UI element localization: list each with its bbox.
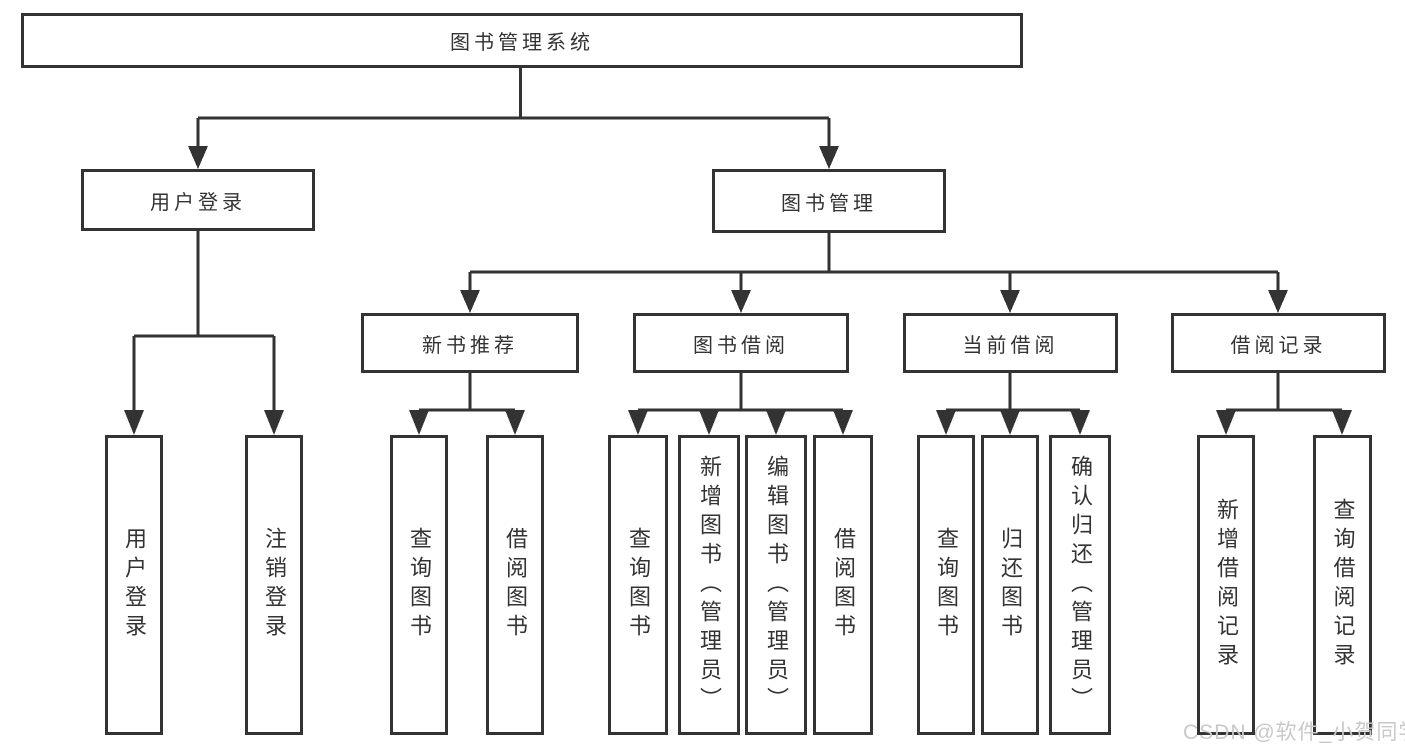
leaf-borrow-books-recommend: 借阅图书 [486,435,544,735]
arrowhead-down-icon [505,410,525,435]
connector-root-to-level2 [188,68,839,169]
leaf-return-books: 归还图书 [981,435,1039,735]
node-label: 借阅记录 [1230,334,1327,357]
node-label: 图书管理系统 [450,32,594,54]
node-book-management: 图书管理 [712,169,946,233]
leaf-query-books-recommend: 查询图书 [390,435,448,735]
leaf-label: 编辑图书（管理员） [764,454,789,716]
leaf-label: 归还图书 [998,527,1023,643]
node-borrowing-records: 借阅记录 [1171,313,1386,373]
leaf-add-borrow-record: 新增借阅记录 [1197,435,1255,735]
node-label: 新书推荐 [422,334,518,357]
leaf-user-login: 用户登录 [105,435,163,735]
leaf-label: 新增图书（管理员） [697,454,722,716]
node-label: 当前借阅 [962,334,1059,357]
arrowhead-down-icon [460,290,480,313]
connector-user-login-to-leaves [124,231,284,435]
arrowhead-down-icon [1268,290,1288,313]
leaf-label: 新增借阅记录 [1214,498,1239,672]
arrowhead-down-icon [188,146,208,169]
node-user-login: 用户登录 [81,169,315,231]
arrowhead-down-icon [699,410,719,435]
connector-book-management-to-level3 [460,233,1288,313]
leaf-label: 查询借阅记录 [1330,498,1356,672]
node-new-book-recommendation: 新书推荐 [361,313,579,373]
connector-new-book-to-leaves [409,373,525,435]
leaf-query-books-borrowing: 查询图书 [608,435,668,735]
leaf-add-books-admin: 新增图书（管理员） [678,435,740,735]
arrowhead-down-icon [819,146,839,169]
arrowhead-down-icon [124,410,144,435]
leaf-label: 查询图书 [626,527,651,643]
node-book-borrowing: 图书借阅 [633,313,849,373]
leaf-label: 确认归还（管理员） [1068,454,1093,716]
node-root: 图书管理系统 [21,13,1023,68]
node-label: 图书管理 [781,192,877,215]
arrowhead-down-icon [731,290,751,313]
leaf-query-books-current: 查询图书 [917,435,975,735]
node-current-borrowing: 当前借阅 [903,313,1118,373]
leaf-label: 查询图书 [934,527,959,643]
connector-borrow-records-to-leaves [1216,373,1352,435]
leaf-confirm-return-admin: 确认归还（管理员） [1049,435,1111,735]
leaf-edit-books-admin: 编辑图书（管理员） [745,435,807,735]
leaf-label: 用户登录 [122,527,147,643]
arrowhead-down-icon [833,410,853,435]
leaf-label: 查询图书 [407,527,432,643]
arrowhead-down-icon [1332,410,1352,435]
arrowhead-down-icon [1000,410,1020,435]
leaf-label: 借阅图书 [503,527,528,643]
connector-current-borrow-to-leaves [936,373,1090,435]
leaf-borrow-books-borrowing: 借阅图书 [813,435,873,735]
leaf-label: 借阅图书 [831,527,856,643]
node-label: 用户登录 [150,191,246,214]
csdn-watermark: CSDN @软件_小贺同学 [1183,721,1405,744]
arrowhead-down-icon [264,410,284,435]
arrowhead-down-icon [1070,410,1090,435]
arrowhead-down-icon [936,410,956,435]
leaf-logout: 注销登录 [245,435,303,735]
node-label: 图书借阅 [693,334,789,357]
arrowhead-down-icon [1000,290,1020,313]
leaf-query-borrow-record: 查询借阅记录 [1313,435,1372,735]
arrowhead-down-icon [628,410,648,435]
arrowhead-down-icon [766,410,786,435]
arrowhead-down-icon [1216,410,1236,435]
arrowhead-down-icon [409,410,429,435]
connector-book-borrow-to-leaves [628,373,853,435]
leaf-label: 注销登录 [262,527,287,643]
